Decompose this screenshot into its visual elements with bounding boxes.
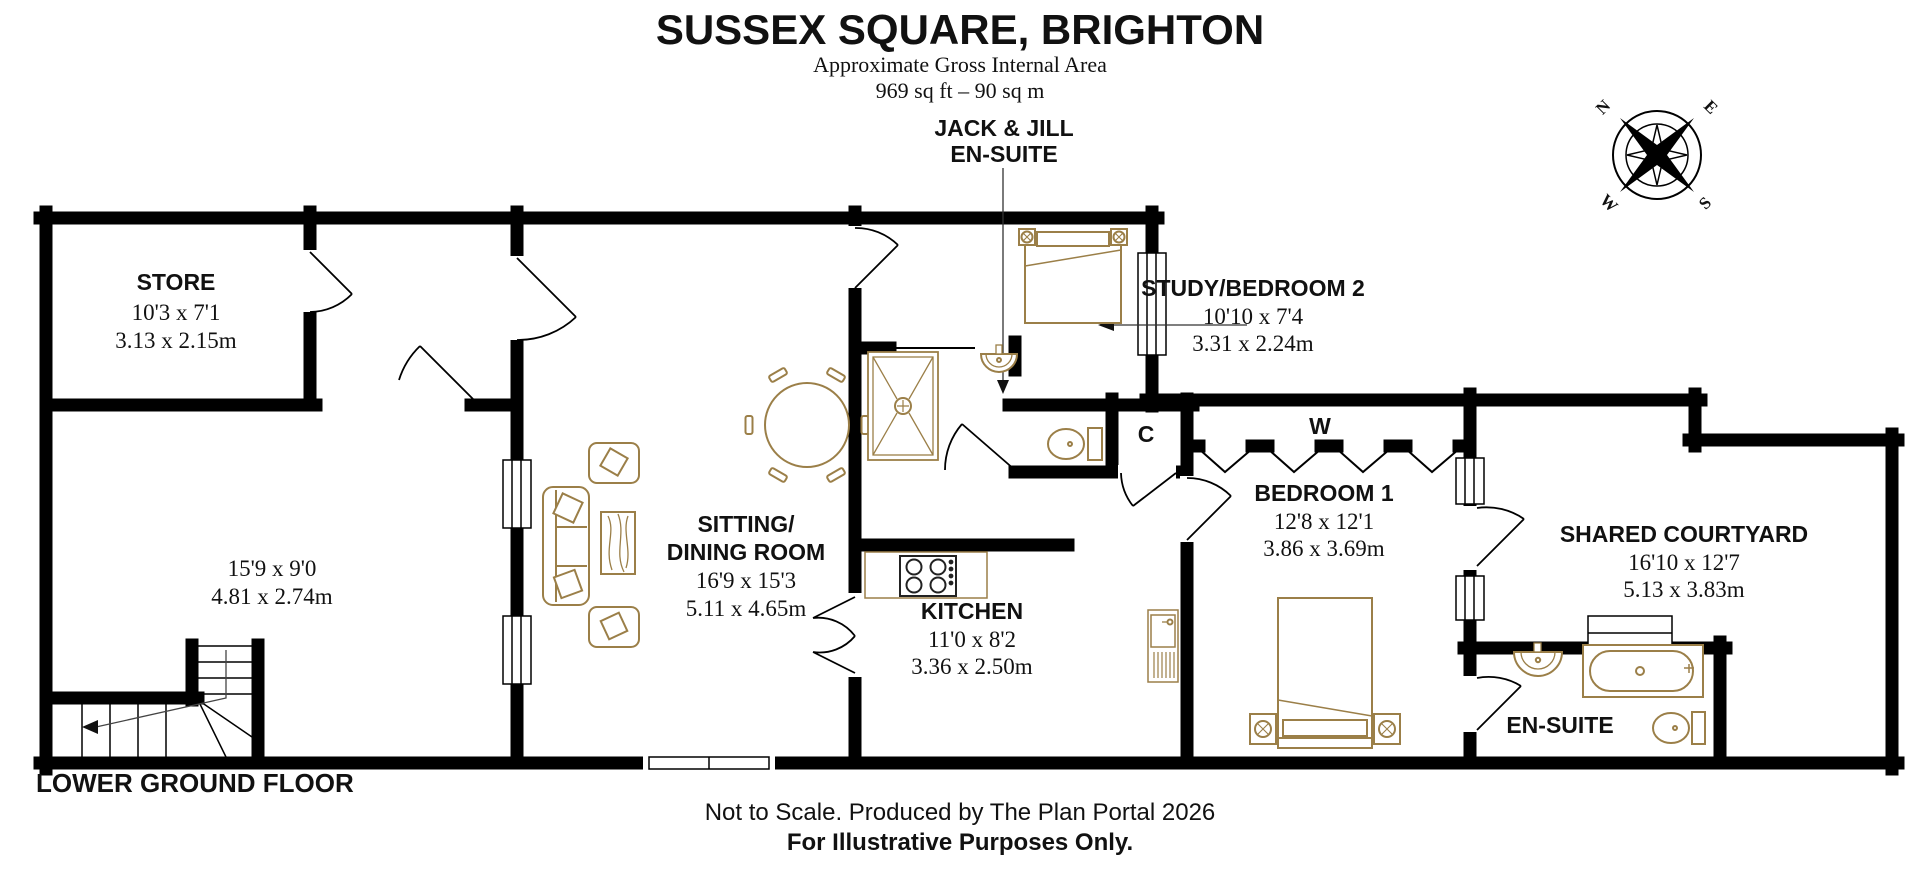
stair-direction-arrow bbox=[82, 720, 98, 734]
room-label-sitting: SITTING/ DINING ROOM 16'9 x 15'3 5.11 x … bbox=[667, 511, 825, 621]
window-study bbox=[1137, 252, 1167, 356]
bathtub bbox=[1582, 644, 1704, 698]
footer-line1: Not to Scale. Produced by The Plan Porta… bbox=[705, 799, 1216, 826]
door-sitting-hallway bbox=[854, 227, 899, 289]
room-label-bedroom1: BEDROOM 1 12'8 x 12'1 3.86 x 3.69m bbox=[1254, 480, 1394, 561]
store-name: STORE bbox=[137, 269, 216, 295]
door-entrance-sitting bbox=[516, 257, 577, 341]
jackjill-toilet bbox=[1047, 427, 1103, 461]
sitting-imperial: 16'9 x 15'3 bbox=[696, 568, 796, 593]
subtitle: Approximate Gross Internal Area bbox=[813, 52, 1107, 77]
jackjill-label-line1: JACK & JILL bbox=[934, 115, 1073, 141]
room-label-study: STUDY/BEDROOM 2 10'10 x 7'4 3.31 x 2.24m bbox=[1141, 275, 1365, 356]
sitting-name-line1: SITTING/ bbox=[697, 511, 795, 537]
courtyard-name: SHARED COURTYARD bbox=[1560, 521, 1808, 547]
study-name: STUDY/BEDROOM 2 bbox=[1141, 275, 1365, 301]
room-label-courtyard: SHARED COURTYARD 16'10 x 12'7 5.13 x 3.8… bbox=[1560, 521, 1808, 602]
door-courtyard bbox=[1476, 506, 1525, 567]
door-kitchen-double bbox=[812, 596, 856, 674]
bedroom1-metric: 3.86 x 3.69m bbox=[1263, 536, 1385, 561]
kitchen-sink bbox=[1147, 609, 1179, 683]
ensuite-basin bbox=[1512, 642, 1564, 677]
compass-s: S bbox=[1695, 193, 1715, 213]
kitchen-hob bbox=[899, 555, 957, 597]
french-door-sitting bbox=[643, 752, 775, 774]
kitchen-metric: 3.36 x 2.50m bbox=[911, 654, 1033, 679]
doors bbox=[309, 227, 1525, 731]
sitting-name-line2: DINING ROOM bbox=[667, 539, 825, 565]
door-hall-lower-area bbox=[398, 345, 478, 404]
door-store bbox=[309, 251, 353, 313]
door-ensuite bbox=[1476, 676, 1522, 731]
courtyard-imperial: 16'10 x 12'7 bbox=[1628, 550, 1740, 575]
wardrobe-bifold-doors bbox=[1198, 448, 1460, 474]
staircase bbox=[81, 645, 253, 758]
window-sitting-1 bbox=[502, 459, 532, 529]
room-label-lower-area: 15'9 x 9'0 4.81 x 2.74m bbox=[211, 556, 333, 609]
jackjill-basin bbox=[979, 344, 1019, 373]
jackjill-label: JACK & JILL EN-SUITE bbox=[934, 115, 1073, 167]
window-sitting-2 bbox=[502, 615, 532, 685]
door-closet bbox=[1120, 472, 1177, 507]
compass-major-star bbox=[1620, 118, 1694, 192]
area-text: 969 sq ft – 90 sq m bbox=[876, 78, 1045, 103]
compass-e: E bbox=[1700, 96, 1721, 117]
door-bedroom1 bbox=[1186, 477, 1232, 541]
study-bed bbox=[1018, 228, 1128, 324]
page-title: SUSSEX SQUARE, BRIGHTON bbox=[656, 6, 1264, 53]
jackjill-label-line2: EN-SUITE bbox=[950, 141, 1057, 167]
store-imperial: 10'3 x 7'1 bbox=[132, 300, 221, 325]
study-imperial: 10'10 x 7'4 bbox=[1203, 304, 1304, 329]
lower-area-metric: 4.81 x 2.74m bbox=[211, 584, 333, 609]
courtyard-metric: 5.13 x 3.83m bbox=[1623, 577, 1745, 602]
jackjill-leader-arrow bbox=[997, 380, 1009, 394]
armchair-north bbox=[588, 442, 640, 484]
bedroom1-name: BEDROOM 1 bbox=[1254, 480, 1394, 506]
window-bedroom-2 bbox=[1455, 575, 1485, 621]
wardrobe-label: W bbox=[1309, 413, 1331, 439]
store-metric: 3.13 x 2.15m bbox=[115, 328, 237, 353]
compass-w: W bbox=[1596, 190, 1621, 215]
stair-walk-line bbox=[95, 650, 227, 728]
dining-table bbox=[744, 367, 870, 483]
compass-rose: N E S W bbox=[1592, 96, 1722, 216]
shower bbox=[867, 351, 939, 461]
kitchen-name: KITCHEN bbox=[921, 598, 1023, 624]
door-jackjill bbox=[944, 423, 1016, 471]
armchair-south bbox=[588, 606, 640, 648]
footer-line2: For Illustrative Purposes Only. bbox=[787, 829, 1133, 856]
room-label-store: STORE 10'3 x 7'1 3.13 x 2.15m bbox=[115, 269, 237, 353]
kitchen-imperial: 11'0 x 8'2 bbox=[928, 627, 1016, 652]
sitting-metric: 5.11 x 4.65m bbox=[686, 596, 807, 621]
compass-n: N bbox=[1592, 96, 1615, 119]
closet-label: C bbox=[1138, 421, 1155, 447]
door-openings bbox=[303, 226, 1477, 732]
window-bedroom-1 bbox=[1455, 457, 1485, 505]
ensuite-name: EN-SUITE bbox=[1506, 712, 1613, 738]
study-metric: 3.31 x 2.24m bbox=[1192, 331, 1314, 356]
sofa bbox=[542, 486, 590, 606]
bedroom1-bed bbox=[1249, 597, 1401, 749]
lower-area-imperial: 15'9 x 9'0 bbox=[228, 556, 317, 581]
windows bbox=[502, 252, 1673, 774]
coffee-table bbox=[600, 511, 636, 575]
bedroom1-imperial: 12'8 x 12'1 bbox=[1274, 509, 1374, 534]
room-label-kitchen: KITCHEN 11'0 x 8'2 3.36 x 2.50m bbox=[911, 598, 1033, 679]
floor-label: LOWER GROUND FLOOR bbox=[36, 768, 354, 798]
ensuite-toilet bbox=[1652, 711, 1706, 745]
furniture bbox=[542, 228, 1706, 749]
